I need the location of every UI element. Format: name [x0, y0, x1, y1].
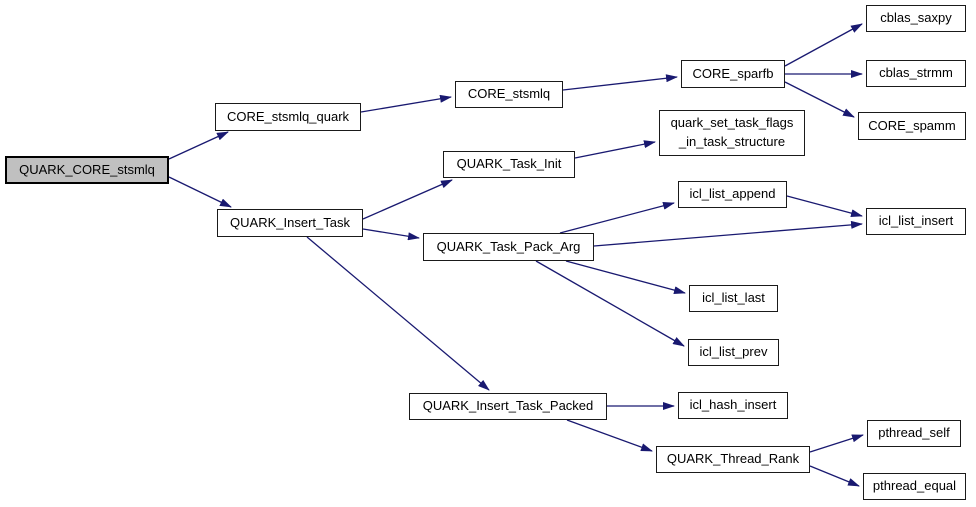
edge-CORE_sparfb-to-CORE_spamm — [784, 81, 855, 118]
node-label: QUARK_Insert_Task — [230, 214, 350, 230]
node-label: icl_hash_insert — [689, 397, 777, 413]
edge-CORE_stsmlq-to-CORE_sparfb — [562, 74, 678, 91]
node-label: icl_list_last — [702, 290, 765, 306]
edge-QUARK_Insert_Task-to-QUARK_Task_Pack_Arg — [362, 228, 420, 241]
edge-QUARK_Task_Pack_Arg-to-icl_list_prev — [535, 260, 685, 347]
edge-QUARK_Task_Pack_Arg-to-icl_list_last — [565, 260, 686, 295]
node-label: _in_task_structure — [678, 134, 786, 149]
node-CORE_sparfb[interactable]: CORE_sparfb — [681, 60, 785, 88]
node-label: QUARK_Task_Init — [456, 156, 562, 172]
edge-QUARK_Thread_Rank-to-pthread_self — [809, 434, 864, 453]
edge-QUARK_Insert_Task-to-QUARK_Insert_Task_Packed — [306, 236, 490, 391]
edge-QUARK_Insert_Task_Packed-to-QUARK_Thread_Rank — [566, 419, 653, 452]
node-label: icl_list_insert — [878, 213, 954, 229]
node-icl_list_append[interactable]: icl_list_append — [678, 181, 787, 208]
edge-QUARK_Insert_Task-to-QUARK_Task_Init — [362, 179, 453, 220]
node-label: CORE_sparfb — [692, 65, 774, 81]
node-cblas_saxpy[interactable]: cblas_saxpy — [866, 5, 966, 32]
node-label: pthread_self — [878, 425, 950, 441]
node-icl_list_insert[interactable]: icl_list_insert — [866, 208, 966, 235]
node-pthread_equal[interactable]: pthread_equal — [863, 473, 966, 500]
node-label: QUARK_Task_Pack_Arg — [436, 238, 581, 254]
edge-QUARK_Task_Pack_Arg-to-icl_list_insert — [593, 220, 863, 247]
node-label: QUARK_Insert_Task_Packed — [422, 398, 594, 414]
node-QUARK_Task_Pack_Arg[interactable]: QUARK_Task_Pack_Arg — [423, 233, 594, 261]
node-label: pthread_equal — [872, 478, 957, 494]
node-label: CORE_spamm — [868, 117, 956, 133]
node-QUARK_Task_Init[interactable]: QUARK_Task_Init — [443, 151, 575, 178]
node-label: QUARK_Thread_Rank — [666, 451, 800, 467]
node-QUARK_Thread_Rank[interactable]: QUARK_Thread_Rank — [656, 446, 810, 473]
node-icl_list_last[interactable]: icl_list_last — [689, 285, 778, 312]
node-label: cblas_strmm — [879, 65, 953, 81]
edge-QUARK_Task_Pack_Arg-to-icl_list_append — [559, 201, 675, 234]
edge-QUARK_Task_Init-to-quark_set_task_flags_in_task_structure — [574, 140, 656, 159]
node-icl_hash_insert[interactable]: icl_hash_insert — [678, 392, 788, 419]
node-icl_list_prev[interactable]: icl_list_prev — [688, 339, 779, 366]
edge-QUARK_CORE_stsmlq-to-QUARK_Insert_Task — [168, 176, 232, 208]
node-label: cblas_saxpy — [880, 10, 952, 26]
edge-CORE_stsmlq_quark-to-CORE_stsmlq — [360, 94, 452, 113]
node-label: icl_list_append — [689, 186, 776, 202]
node-quark_set_task_flags_in_task_structure[interactable]: quark_set_task_flags _in_task_structure — [659, 110, 805, 156]
node-QUARK_Insert_Task[interactable]: QUARK_Insert_Task — [217, 209, 363, 237]
node-label: QUARK_CORE_stsmlq — [19, 161, 155, 177]
node-pthread_self[interactable]: pthread_self — [867, 420, 961, 447]
node-CORE_stsmlq_quark[interactable]: CORE_stsmlq_quark — [215, 103, 361, 131]
edge-QUARK_CORE_stsmlq-to-CORE_stsmlq_quark — [168, 131, 229, 160]
edge-CORE_sparfb-to-cblas_saxpy — [784, 23, 863, 67]
node-label: quark_set_task_flags — [670, 115, 794, 131]
edge-QUARK_Thread_Rank-to-pthread_equal — [809, 465, 860, 487]
node-label: CORE_stsmlq_quark — [226, 108, 350, 124]
node-QUARK_Insert_Task_Packed[interactable]: QUARK_Insert_Task_Packed — [409, 393, 607, 420]
node-label: CORE_stsmlq — [467, 86, 551, 102]
node-CORE_stsmlq[interactable]: CORE_stsmlq — [455, 81, 563, 108]
node-cblas_strmm[interactable]: cblas_strmm — [866, 60, 966, 87]
node-QUARK_CORE_stsmlq: QUARK_CORE_stsmlq — [5, 156, 169, 184]
node-CORE_spamm[interactable]: CORE_spamm — [858, 112, 966, 140]
edge-icl_list_append-to-icl_list_insert — [786, 195, 863, 218]
node-label: icl_list_prev — [699, 344, 768, 360]
